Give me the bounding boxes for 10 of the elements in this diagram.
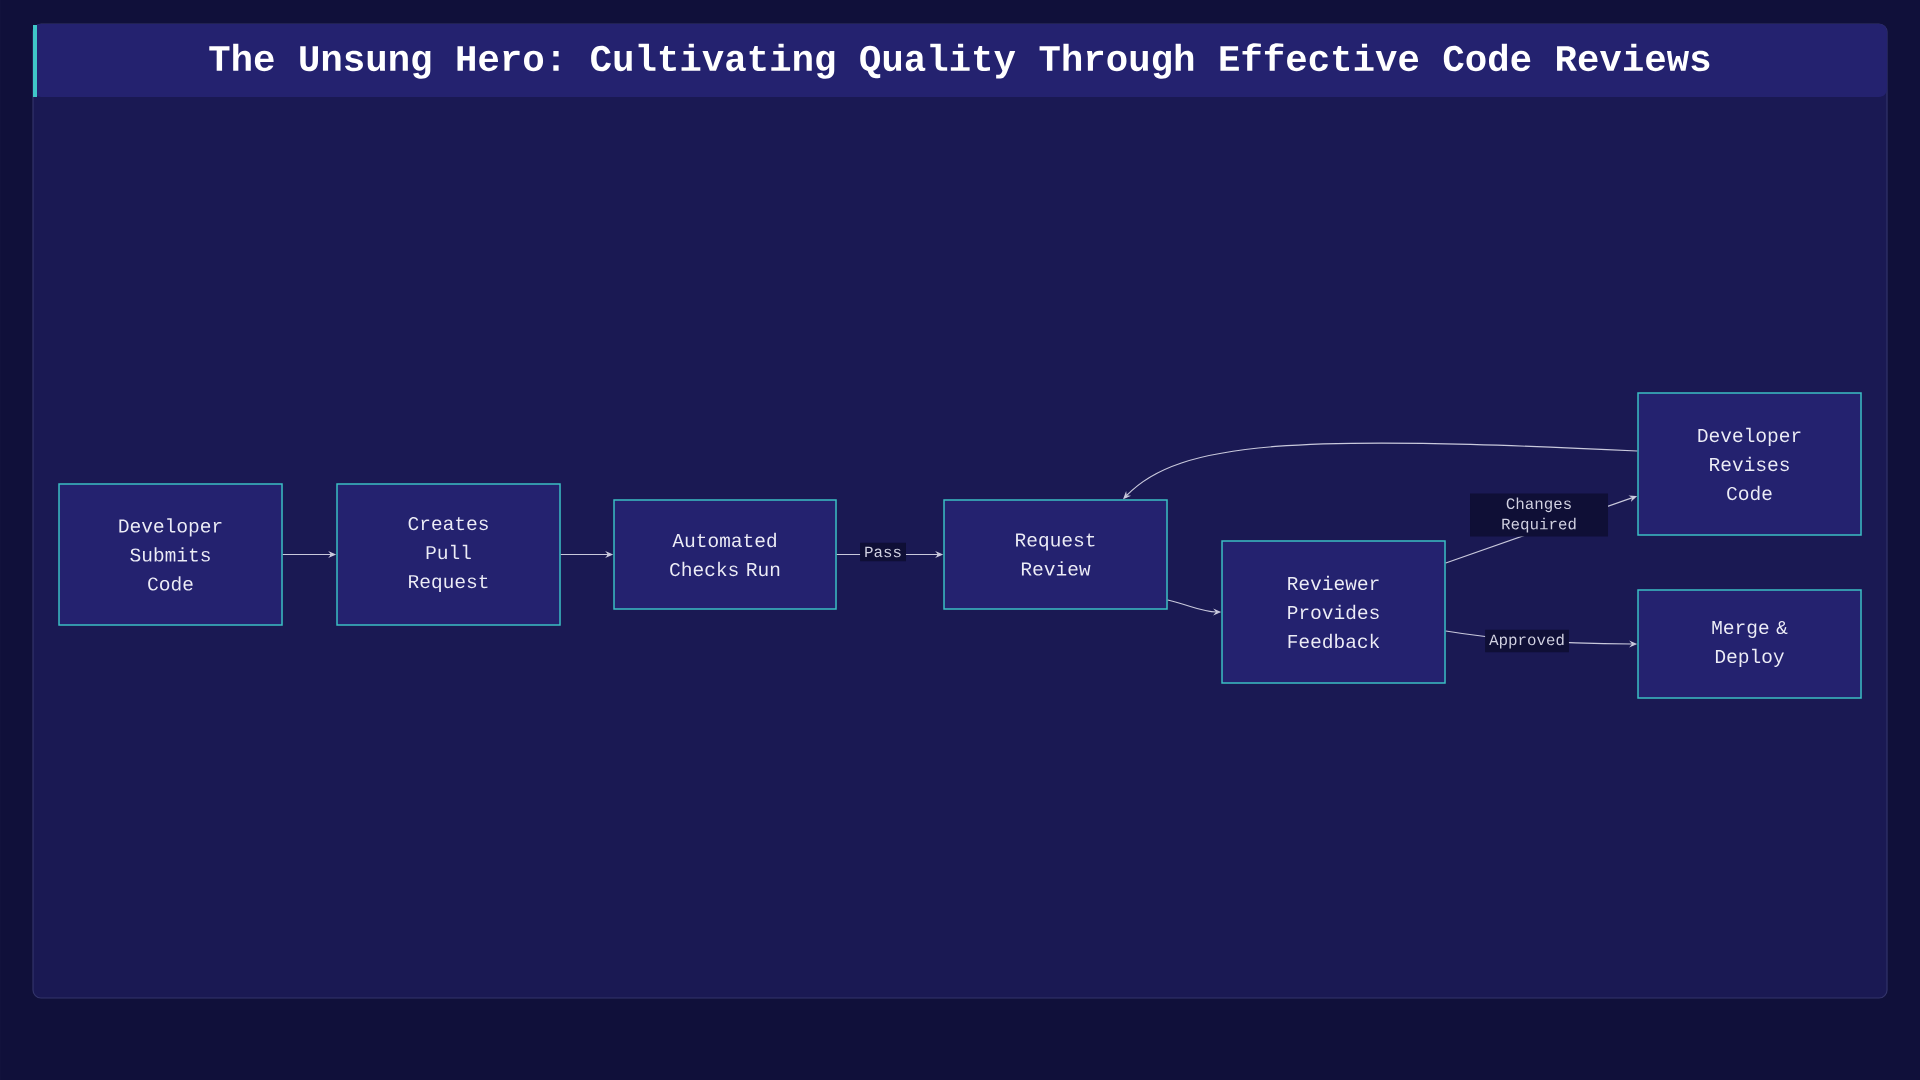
process-box: Merge & Deploy xyxy=(1637,589,1862,699)
process-box: Reviewer Provides Feedback xyxy=(1221,540,1446,684)
process-box: Developer Revises Code xyxy=(1637,392,1862,536)
process-box: Automated Checks Run xyxy=(613,499,837,610)
process-box: Developer Submits Code xyxy=(58,483,283,626)
process-box: Creates Pull Request xyxy=(336,483,561,626)
title-banner: The Unsung Hero: Cultivating Quality Through Effective Code Reviews xyxy=(33,24,1887,97)
edge-label: Approved xyxy=(1485,629,1569,653)
process-box: Request Review xyxy=(943,499,1168,610)
edge-label: Changes Required xyxy=(1470,493,1608,537)
